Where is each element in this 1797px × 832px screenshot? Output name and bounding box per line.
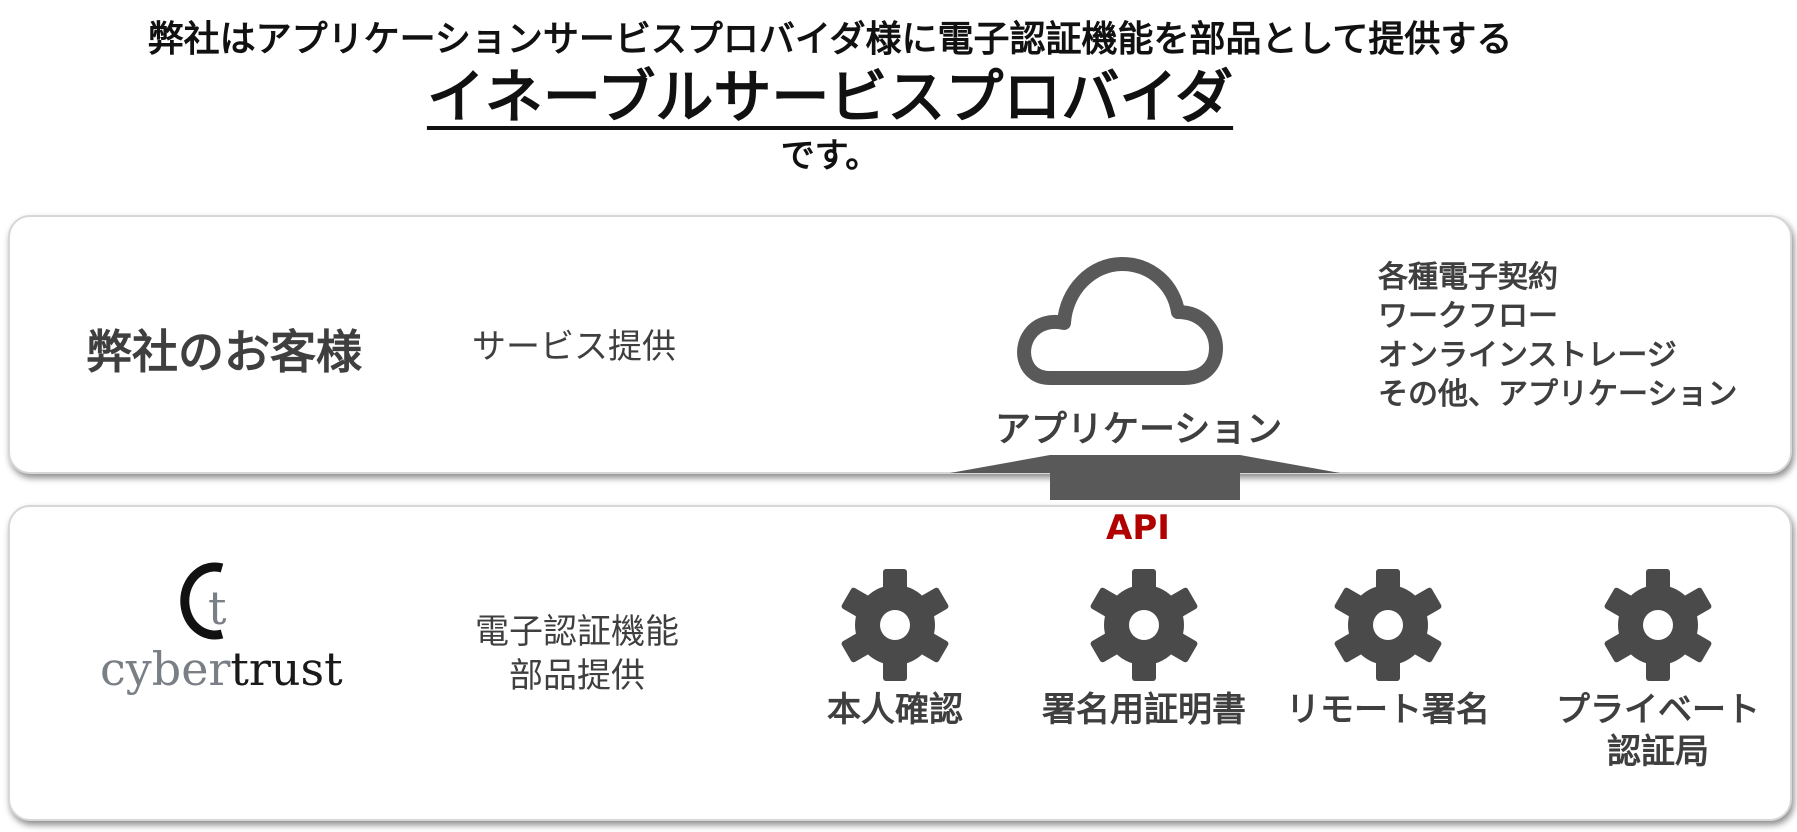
- customer-panel: [8, 215, 1792, 474]
- gear-icon: [1328, 565, 1448, 685]
- function-caption-line2: 認証局: [1607, 732, 1709, 772]
- upward-arrow: [950, 455, 1340, 500]
- function-caption: 本人確認: [827, 690, 963, 730]
- function-remote-signing: リモート署名: [1268, 565, 1508, 731]
- cloud-icon: [1017, 257, 1223, 385]
- list-item: ワークフロー: [1378, 299, 1558, 334]
- function-private-ca: プライベート 認証局: [1538, 565, 1778, 773]
- logo-wordmark-light: cyber: [100, 642, 231, 696]
- headline-emphasis: イネーブルサービスプロバイダ: [426, 63, 1234, 131]
- function-signing-certificate: 署名用証明書: [1024, 565, 1264, 731]
- gear-icon: [1084, 565, 1204, 685]
- application-label: アプリケーション: [995, 409, 1283, 450]
- application-examples-list: 各種電子契約 ワークフロー オンラインストレージ その他、アプリケーション: [1378, 258, 1737, 414]
- list-item: オンラインストレージ: [1378, 338, 1677, 373]
- cybertrust-logo: t cybertrust: [100, 560, 343, 710]
- customer-title: 弊社のお客様: [86, 325, 362, 379]
- headline-line-3: です。: [780, 136, 880, 176]
- logo-wordmark: cybertrust: [100, 642, 343, 696]
- logo-wordmark-dark: trust: [230, 642, 343, 696]
- gear-icon: [835, 565, 955, 685]
- headline-line-1: 弊社はアプリケーションサービスプロバイダ様に電子認証機能を部品として提供する: [147, 19, 1513, 60]
- logo-mark-icon: t: [180, 562, 227, 640]
- provision-label: 電子認証機能 部品提供: [462, 610, 692, 698]
- function-identity-verification: 本人確認: [775, 565, 1015, 731]
- service-provision-label: サービス提供: [472, 327, 676, 367]
- function-caption: リモート署名: [1286, 690, 1490, 730]
- function-caption: プライベート: [1556, 690, 1760, 730]
- provision-label-line2: 部品提供: [509, 656, 645, 696]
- api-label: API: [1106, 508, 1170, 548]
- gear-icon: [1598, 565, 1718, 685]
- function-caption: 署名用証明書: [1042, 690, 1246, 730]
- list-item: 各種電子契約: [1378, 260, 1558, 295]
- list-item: その他、アプリケーション: [1378, 377, 1738, 412]
- provision-label-line1: 電子認証機能: [475, 612, 679, 652]
- logo-mark-letter: t: [208, 581, 227, 635]
